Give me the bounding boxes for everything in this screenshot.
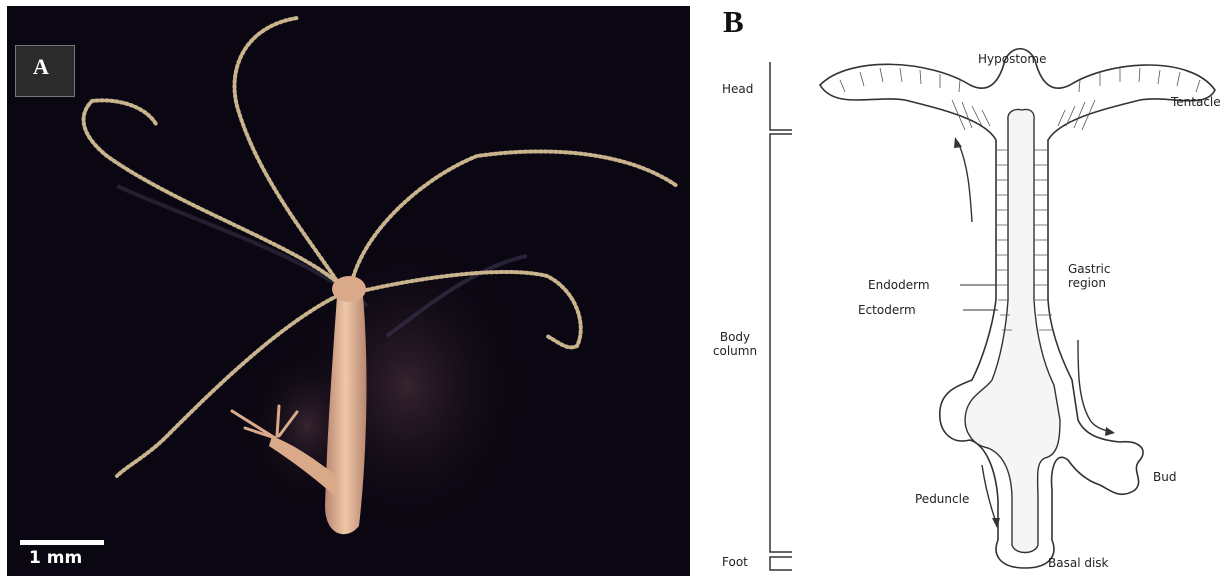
label-body-column-line2: column: [710, 344, 760, 358]
hydra-anatomy-diagram: B Hypostome Tentacle Head Body column Fo…: [700, 0, 1232, 576]
label-basal-disk: Basal disk: [1048, 556, 1109, 570]
foot-bracket: [770, 557, 792, 570]
hydra-illustration: [7, 6, 690, 576]
label-bud: Bud: [1153, 470, 1176, 484]
label-body-column: Body column: [710, 330, 760, 358]
label-body-column-line1: Body: [710, 330, 760, 344]
label-gastric-region: Gastric region: [1068, 262, 1110, 290]
label-foot: Foot: [722, 555, 748, 569]
hydra-photograph: A 1 mm: [7, 6, 690, 576]
scale-bar: [20, 540, 104, 545]
scale-bar-label: 1 mm: [29, 548, 82, 568]
body-column-bracket: [770, 134, 792, 552]
label-gastric-line1: Gastric: [1068, 262, 1110, 276]
head-bracket: [770, 62, 792, 130]
label-ectoderm: Ectoderm: [858, 303, 916, 317]
panel-label-b: B: [723, 4, 744, 40]
label-hypostome: Hypostome: [978, 52, 1046, 66]
hydra-diagram-drawing: [700, 0, 1232, 576]
label-peduncle: Peduncle: [915, 492, 969, 506]
panel-label-a: A: [33, 54, 49, 80]
label-endoderm: Endoderm: [868, 278, 930, 292]
label-head: Head: [722, 82, 753, 96]
label-tentacle: Tentacle: [1171, 95, 1221, 109]
hydra-hypostome: [332, 276, 366, 302]
label-gastric-line2: region: [1068, 276, 1110, 290]
